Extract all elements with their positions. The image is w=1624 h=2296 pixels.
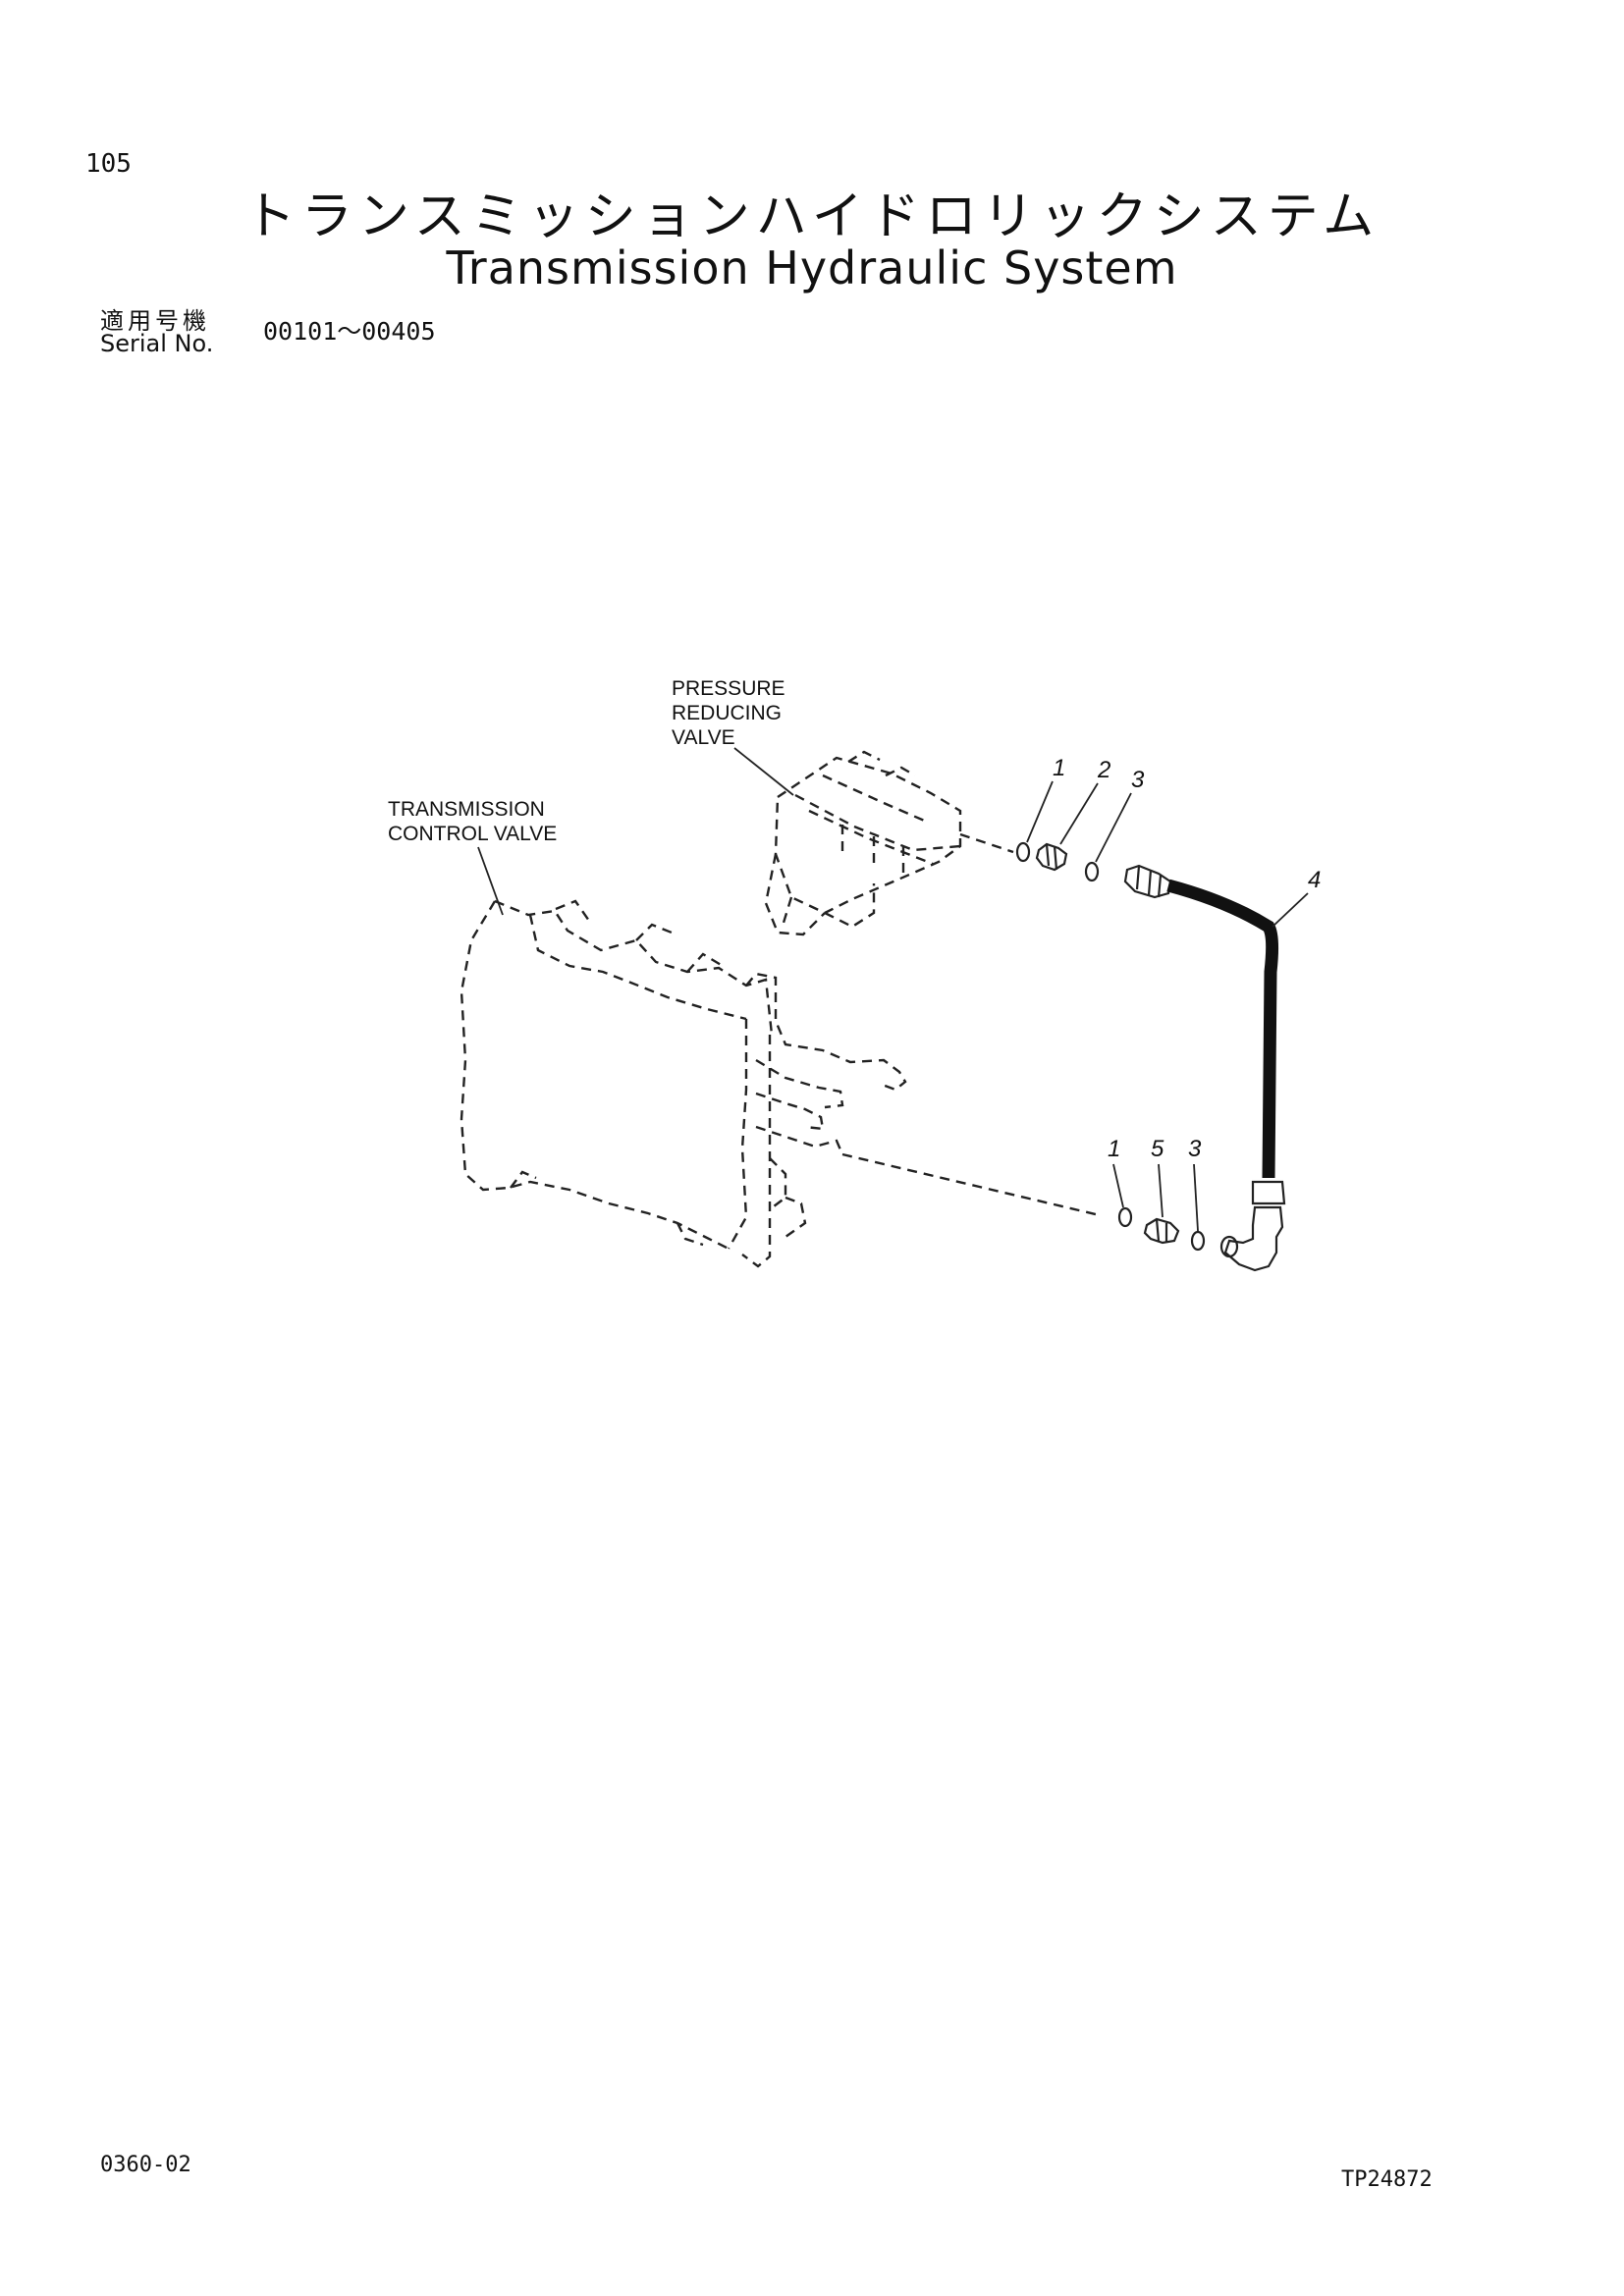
o-ring-bottom-3 xyxy=(1190,1230,1206,1252)
lower-fittings xyxy=(1117,1180,1286,1272)
o-ring-top-1 xyxy=(1015,841,1031,863)
document-code: 0360-02 xyxy=(100,2153,191,2177)
serial-range: 00101～00405 xyxy=(263,317,436,346)
page-number: 105 xyxy=(85,149,132,179)
o-ring-bottom-1 xyxy=(1117,1206,1133,1228)
callout-bottom-1: 1 xyxy=(1108,1136,1120,1162)
callout-hose-4: 4 xyxy=(1308,867,1321,893)
leader-pressure-valve xyxy=(733,747,794,796)
label-pressure-line2: REDUCING xyxy=(672,702,782,724)
hose-end-fitting-top xyxy=(1123,864,1172,899)
o-ring-top-3 xyxy=(1084,861,1100,882)
connector-top-2 xyxy=(1035,842,1068,872)
page-title-japanese: トランスミッションハイドロリックシステム xyxy=(244,187,1380,246)
label-pressure-line3: VALVE xyxy=(672,726,735,749)
label-control-line2: CONTROL VALVE xyxy=(388,823,557,845)
page-title-english: Transmission Hydraulic System xyxy=(446,241,1178,294)
callout-top-3: 3 xyxy=(1131,767,1145,793)
hose-4 xyxy=(1166,879,1279,1179)
connector-bottom-5 xyxy=(1143,1217,1180,1245)
label-control-line1: TRANSMISSION xyxy=(388,798,545,821)
callout-top-2: 2 xyxy=(1097,757,1110,783)
label-pressure-line1: PRESSURE xyxy=(672,677,785,700)
leader-control-valve xyxy=(477,846,504,916)
elbow-fitting-bottom xyxy=(1223,1205,1284,1272)
transmission-control-valve xyxy=(460,899,1101,1268)
upper-fittings xyxy=(1015,841,1172,899)
callout-bottom-3: 3 xyxy=(1188,1136,1202,1162)
callout-bottom-5: 5 xyxy=(1151,1136,1164,1162)
reference-code: TP24872 xyxy=(1341,2167,1433,2192)
serial-label-english: Serial No. xyxy=(100,330,214,357)
serial-label-japanese: 適用号機 xyxy=(100,307,210,335)
callout-top-1: 1 xyxy=(1053,755,1065,781)
pressure-reducing-valve xyxy=(764,750,1014,936)
